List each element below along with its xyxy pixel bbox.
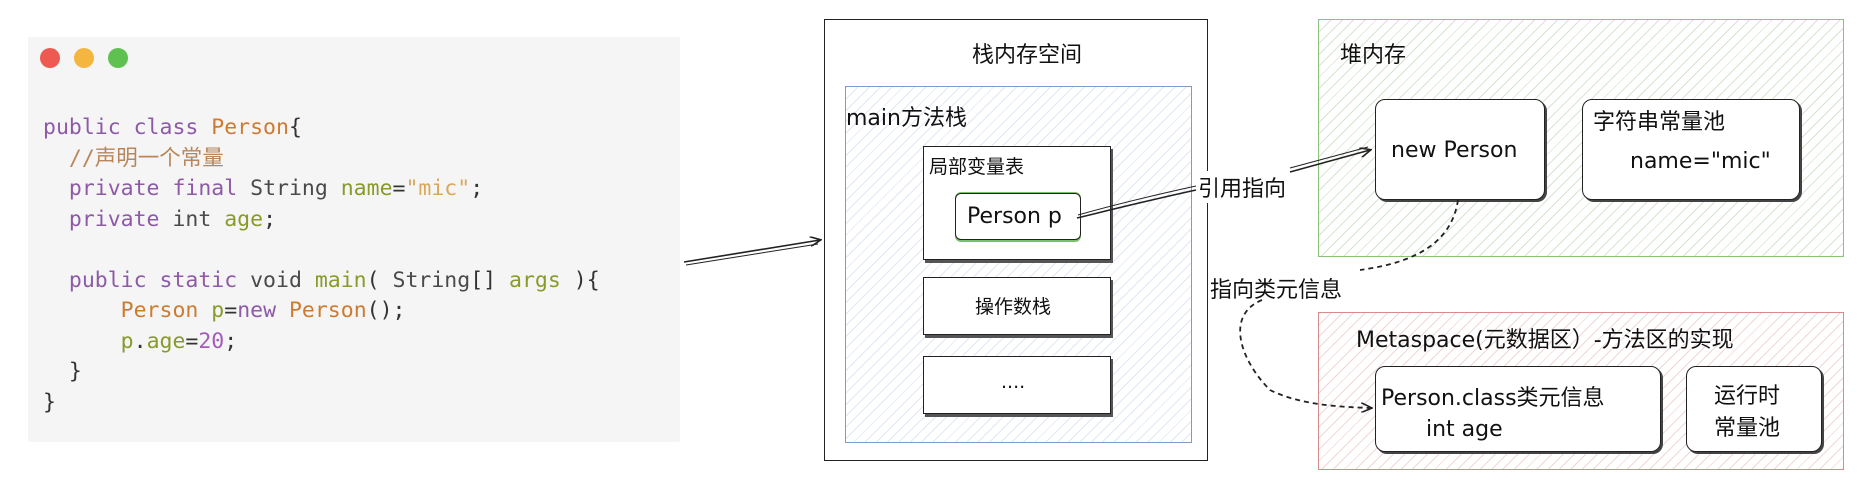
code-token: []	[470, 267, 510, 293]
stack-memory-title: 栈内存空间	[972, 43, 1083, 68]
code-token: public	[43, 115, 134, 140]
runtime-constant-pool	[1686, 366, 1822, 452]
code-token: public	[43, 267, 160, 293]
code-token: void	[250, 267, 315, 293]
code-token: String	[250, 176, 341, 201]
code-token: ;	[470, 176, 484, 201]
code-token: .	[133, 328, 147, 354]
operand-stack-label: 操作数栈	[975, 296, 1052, 318]
new-person-object[interactable]	[1375, 99, 1545, 200]
person-class-metadata[interactable]	[1375, 366, 1661, 452]
java-code: public class Person{ //声明一个常量 private fi…	[43, 113, 600, 418]
code-token: age	[224, 206, 264, 232]
code-token: Person	[288, 298, 367, 323]
runtime-pool-line1: 运行时	[1714, 384, 1781, 409]
code-panel: public class Person{ //声明一个常量 private fi…	[28, 37, 680, 442]
code-token: ){	[560, 267, 600, 293]
class-metadata-arrow	[1239, 199, 1459, 408]
code-token: p	[43, 328, 134, 354]
person-p-variable[interactable]	[955, 193, 1081, 240]
code-token: main	[314, 267, 367, 293]
code-line: private final String name="mic";	[43, 174, 600, 205]
code-line: Person p=new Person();	[43, 296, 600, 327]
code-token: {	[288, 115, 302, 140]
code-token: private	[43, 176, 173, 201]
code-token: (	[366, 267, 393, 293]
code-token: private	[43, 206, 173, 232]
main-method-stack-label: main方法栈	[846, 106, 967, 131]
code-token: new	[237, 298, 289, 323]
code-token: //声明一个常量	[43, 145, 224, 171]
code-token: args	[509, 267, 561, 293]
code-token: =	[185, 328, 199, 354]
runtime-pool-line2: 常量池	[1714, 416, 1781, 441]
stack-memory-frame	[824, 19, 1208, 461]
code-token: Person	[43, 298, 212, 323]
code-token: int	[172, 206, 225, 232]
code-line: }	[43, 357, 600, 388]
local-variable-table-label: 局部变量表	[929, 156, 1025, 178]
code-token: Person	[211, 115, 289, 140]
name-value-label: name="mic"	[1630, 149, 1771, 174]
new-person-label: new Person	[1391, 138, 1518, 163]
code-token: =	[392, 176, 406, 201]
code-line: public class Person{	[43, 113, 600, 144]
minimize-window-dot[interactable]	[74, 48, 94, 68]
code-token: 20	[198, 328, 225, 354]
code-token: "mic"	[405, 176, 471, 201]
string-constant-pool	[1582, 99, 1800, 200]
code-token: }	[43, 389, 56, 415]
code-token: p	[211, 298, 225, 323]
code-token: ();	[366, 298, 406, 323]
ellipsis-label: ....	[1001, 371, 1026, 393]
class-metadata-arrow-label: 指向类元信息	[1208, 272, 1345, 304]
code-line: p.age=20;	[43, 327, 600, 358]
code-line: }	[43, 388, 600, 419]
code-token: ;	[263, 206, 277, 232]
metaspace-title: Metaspace(元数据区）-方法区的实现	[1356, 328, 1734, 353]
code-token: static	[159, 267, 251, 293]
stack-more-frames	[923, 356, 1111, 414]
code-token: ;	[224, 328, 238, 354]
heap-memory-title: 堆内存	[1340, 43, 1407, 68]
person-p-label: Person p	[967, 204, 1062, 229]
code-token: String	[392, 267, 471, 293]
maximize-window-dot[interactable]	[108, 48, 128, 68]
code-token: =	[224, 298, 238, 323]
code-token: }	[43, 359, 82, 384]
operand-stack	[923, 277, 1111, 335]
person-class-metadata-label: Person.class类元信息	[1381, 386, 1605, 411]
close-window-dot[interactable]	[40, 48, 60, 68]
code-to-stack-arrow	[683, 240, 820, 266]
code-token: class	[133, 115, 212, 140]
int-age-field-label: int age	[1426, 417, 1503, 442]
reference-arrow-label: 引用指向	[1196, 171, 1289, 203]
code-line: private int age;	[43, 205, 600, 236]
code-line: //声明一个常量	[43, 144, 600, 175]
code-token: age	[146, 328, 186, 354]
string-constant-pool-label: 字符串常量池	[1593, 110, 1726, 135]
reference-arrow	[1076, 146, 1370, 219]
code-token: name	[340, 176, 393, 201]
code-token: final	[172, 176, 251, 201]
code-line: public static void main( String[] args )…	[43, 266, 600, 297]
